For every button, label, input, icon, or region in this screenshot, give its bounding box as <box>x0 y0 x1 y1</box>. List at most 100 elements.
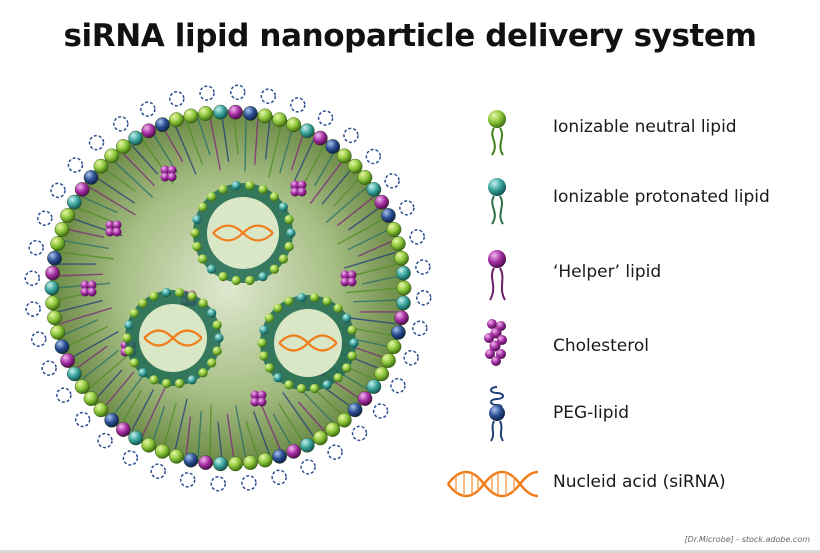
cholesterol-molecule <box>112 227 122 237</box>
inner-vesicles-layer <box>122 180 359 394</box>
lipid-tail <box>112 372 147 417</box>
outer-lipid-head <box>374 194 390 210</box>
outer-lipid-head <box>50 236 66 252</box>
lipid-tail <box>233 116 239 155</box>
outer-lipid-head <box>198 106 214 121</box>
lipid-tail <box>226 413 235 460</box>
lipid-tail <box>351 338 390 348</box>
peg-chain <box>317 110 334 126</box>
vesicle-lipid-head <box>218 272 228 282</box>
lipid-tail <box>141 387 166 438</box>
outer-lipid-head <box>299 437 315 453</box>
vesicle-lipid-head <box>258 272 268 282</box>
lipid-tail <box>121 389 142 424</box>
cholesterol-molecule <box>297 180 307 190</box>
lipid-tail <box>103 371 135 408</box>
vesicle-lipid-head <box>264 313 274 323</box>
vesicle-lipid-head <box>284 214 294 225</box>
lipid-tail <box>174 398 188 452</box>
outer-lipid-head <box>242 106 258 121</box>
vesicle-lipid-head <box>245 180 255 191</box>
lipid-tail <box>75 345 108 370</box>
outer-lipid-head <box>325 422 341 437</box>
cholesterol-molecule <box>290 180 300 190</box>
legend-item-cholesterol: Cholesterol <box>440 316 820 376</box>
lipid-tail <box>301 145 325 187</box>
outer-lipid-head <box>394 310 409 326</box>
outer-lipid-head <box>347 158 363 174</box>
outer-lipid-head <box>312 130 328 146</box>
outer-lipid-head <box>286 443 302 459</box>
lipid-tail <box>81 349 119 380</box>
vesicle-lipid-head <box>207 358 217 368</box>
outer-lipid-head <box>257 452 273 468</box>
vesicle-lipid-head <box>284 296 294 306</box>
vesicle-lipid-head <box>122 333 132 343</box>
vesicle-lipid-head <box>190 228 200 238</box>
lipid-tail <box>185 416 192 455</box>
vesicle-lipid-head <box>269 192 280 202</box>
outer-lipid-head <box>242 455 258 470</box>
vesicle-lipid-head <box>269 264 280 274</box>
cholesterol-molecule <box>87 280 97 290</box>
outer-lipid-head <box>386 339 402 355</box>
peg-chain <box>290 97 306 113</box>
lipid-tail <box>66 325 109 348</box>
peg-chain <box>113 116 129 132</box>
vesicle-lipid-head <box>174 287 185 298</box>
lipid-tail <box>337 196 375 227</box>
lipid-tail <box>59 251 114 260</box>
outer-lipid-head <box>213 104 228 120</box>
peg-chain <box>210 476 226 492</box>
bottom-divider <box>0 550 820 553</box>
lipid-tail <box>337 217 386 245</box>
vesicle-lipid-head <box>296 292 307 303</box>
vesicle-lipid-head <box>278 254 288 264</box>
outer-lipid-head <box>347 402 363 418</box>
vesicle-lipid-head <box>257 338 267 348</box>
vesicle-lipid-head <box>347 325 357 335</box>
legend-label: Cholesterol <box>553 336 649 356</box>
vesicle-lipid-head <box>212 320 222 330</box>
outer-lipid-head <box>299 123 315 139</box>
lipid-tail <box>62 239 109 250</box>
outer-lipid-head <box>93 158 109 174</box>
lipid-tail <box>314 152 335 187</box>
lipid-tail <box>66 228 105 238</box>
lipid-tail <box>131 389 155 431</box>
legend-item-ionizable-neutral-lipid: Ionizable neutral lipid <box>440 103 820 163</box>
vesicle-lipid-head <box>258 184 268 194</box>
lipid-tail <box>290 133 305 171</box>
lipid-tail <box>259 401 282 452</box>
peg-chain <box>50 182 66 199</box>
outer-lipid-head <box>312 430 328 446</box>
cholesterol-molecule <box>80 280 90 290</box>
outer-lipid-head <box>228 104 243 120</box>
vesicle-lipid-head <box>333 303 343 313</box>
lipid-tail <box>59 307 112 325</box>
cholesterol-molecule <box>250 397 260 407</box>
helper-lipid-icon <box>488 250 506 301</box>
outer-lipid-head <box>169 112 184 128</box>
cholesterol-molecule <box>160 172 170 182</box>
lipid-tail <box>245 420 259 458</box>
outer-lipid-head <box>154 117 170 133</box>
outer-lipid-head <box>47 310 62 326</box>
lipid-tail <box>252 411 271 456</box>
lipid-tail <box>103 167 136 192</box>
lipid-tail <box>81 196 118 214</box>
lipid-tail <box>290 138 315 189</box>
cholesterol-molecule <box>167 165 177 175</box>
outer-lipid-head <box>45 295 61 311</box>
lipid-tail <box>344 251 397 269</box>
outer-lipid-head <box>169 448 184 464</box>
vesicle-lipid-head <box>149 291 159 301</box>
vesicle-lipid-head <box>245 275 255 286</box>
outer-lipid-head <box>74 182 90 197</box>
legend-label: Ionizable protonated lipid <box>553 187 770 207</box>
vesicle-lipid-head <box>322 296 332 306</box>
lipid-tail <box>361 275 400 285</box>
lipid-tail <box>282 392 315 438</box>
lipid-nanoparticle-illustration <box>24 84 432 492</box>
lipid-tail <box>353 299 400 303</box>
